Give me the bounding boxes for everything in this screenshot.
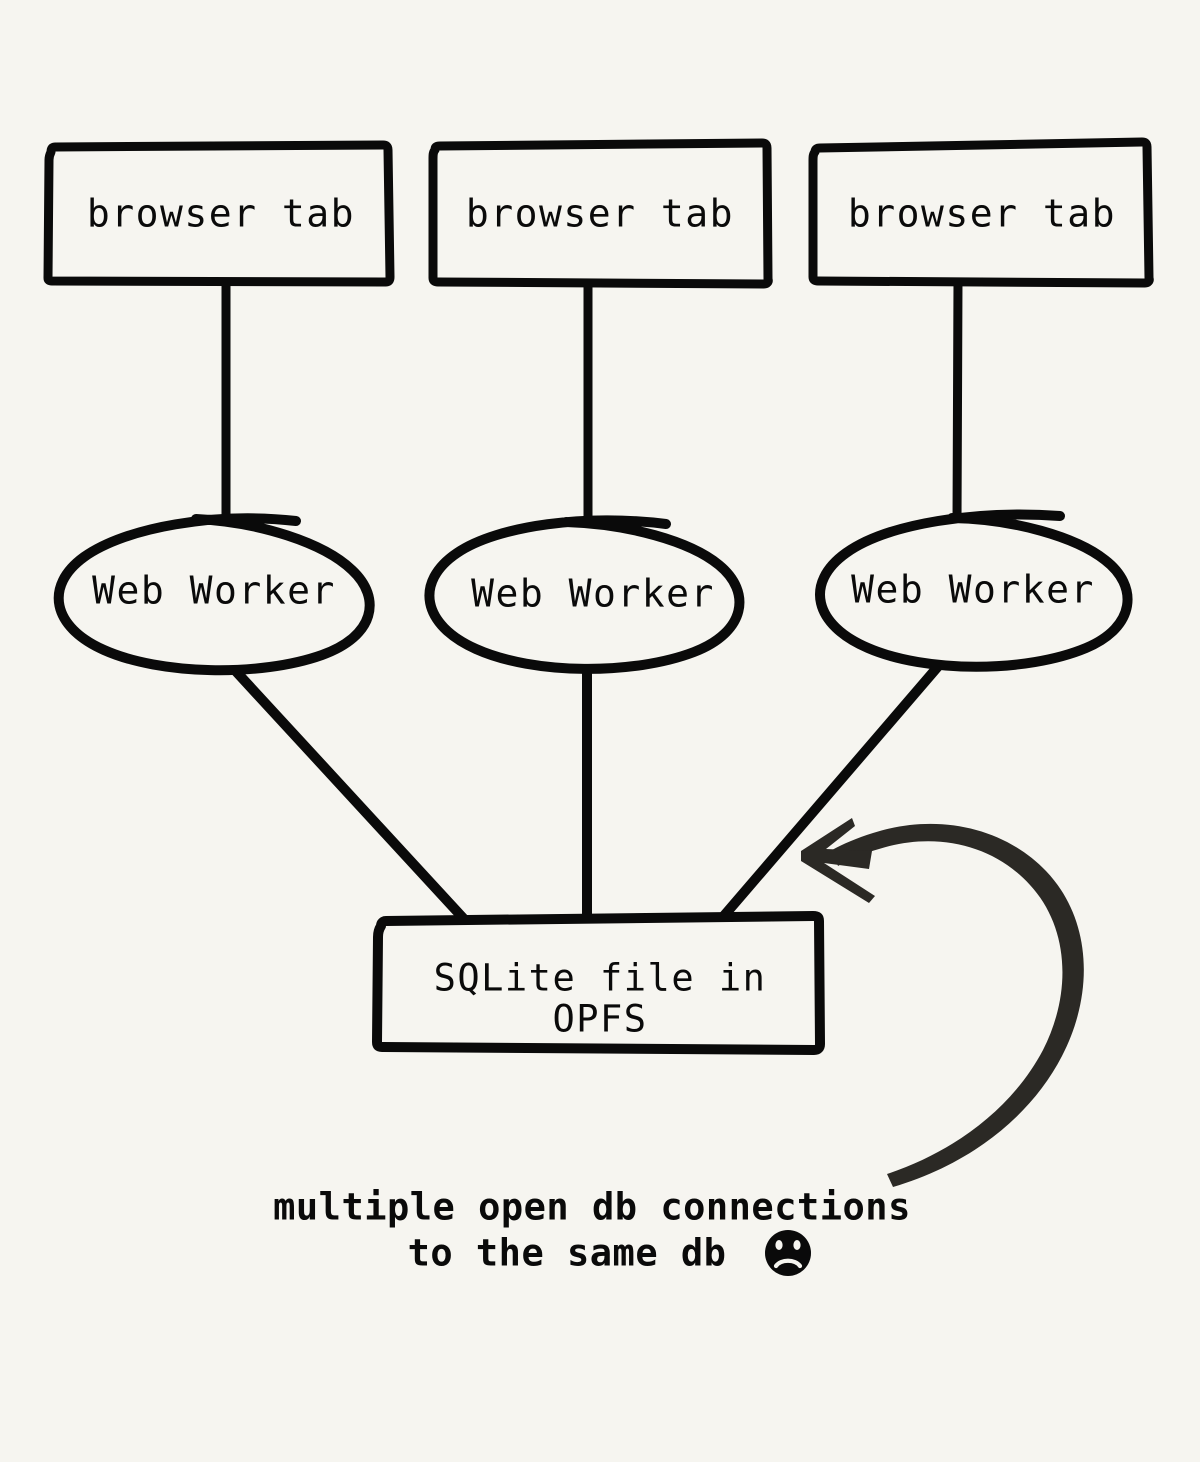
frowning-face-icon: [765, 1230, 811, 1276]
browser-tab-box-1[interactable]: browser tab: [43, 140, 395, 287]
web-worker-label-2: Web Worker: [471, 572, 715, 616]
caption-line-1: multiple open db connections: [273, 1186, 911, 1229]
browser-tab-box-2-fill: [434, 143, 768, 284]
web-worker-ellipse-2[interactable]: Web Worker: [424, 515, 749, 674]
sqlite-file-label-line2: OPFS: [552, 998, 647, 1041]
web-worker-ellipse-2-outline: [424, 515, 745, 674]
connector-worker-to-storage-group: [226, 658, 946, 924]
sqlite-file-label-line1: SQLite file in: [434, 957, 767, 1000]
web-worker-ellipse-1[interactable]: Web Worker: [53, 511, 375, 676]
web-worker-ellipse-1-fill: [56, 514, 370, 668]
frowning-face-icon-eye-right: [793, 1240, 801, 1250]
browser-tab-box-3-outline: [808, 137, 1154, 288]
browser-tab-box-3[interactable]: browser tab: [808, 137, 1154, 288]
connector-tab-to-worker-group: [221, 276, 963, 530]
callout-curved-arrow: [801, 818, 1084, 1187]
browser-tab-box-1-outline: [43, 140, 395, 287]
browser-tab-box-2[interactable]: browser tab: [428, 138, 773, 289]
caption-block: multiple open db connections to the same…: [273, 1186, 911, 1276]
browser-tab-label-2: browser tab: [466, 192, 734, 236]
browser-tab-box-1-sketch-overstroke: [46, 169, 53, 261]
browser-tab-box-2-outline: [428, 138, 773, 289]
connector-tab3-worker3: [952, 276, 963, 526]
web-worker-ellipse-3[interactable]: Web Worker: [814, 508, 1133, 672]
sqlite-file-box[interactable]: SQLite file in OPFS: [372, 911, 825, 1055]
callout-arrow-head: [801, 818, 875, 903]
connector-worker3-storage: [717, 658, 946, 923]
frowning-face-icon-eye-left: [775, 1240, 783, 1250]
browser-tab-box-2-sketch-overstroke: [764, 172, 771, 265]
browser-tab-box-3-fill: [814, 143, 1150, 282]
browser-tab-box-3-sketch-overstroke: [1145, 175, 1152, 261]
web-worker-ellipse-2-fill: [436, 519, 748, 667]
web-worker-label-3: Web Worker: [851, 568, 1095, 612]
browser-tab-box-1-fill: [50, 145, 390, 282]
browser-tab-label-1: browser tab: [87, 192, 355, 236]
web-worker-ellipse-1-outline: [53, 513, 375, 676]
sqlite-file-box-sketch-overstroke: [375, 947, 382, 1031]
callout-arrow-shaft: [832, 823, 1084, 1187]
sqlite-file-box-fill: [379, 917, 820, 1050]
web-worker-ellipse-3-fill: [818, 515, 1130, 665]
web-worker-label-1: Web Worker: [92, 569, 336, 613]
connector-worker1-storage: [226, 661, 469, 924]
sqlite-file-box-outline: [372, 911, 825, 1055]
frowning-face-icon-mouth: [773, 1258, 803, 1269]
frowning-face-icon-head: [765, 1230, 811, 1276]
web-worker-ellipse-3-outline: [815, 509, 1133, 672]
caption-line-2: to the same db: [408, 1232, 727, 1275]
browser-tab-label-3: browser tab: [848, 192, 1116, 236]
